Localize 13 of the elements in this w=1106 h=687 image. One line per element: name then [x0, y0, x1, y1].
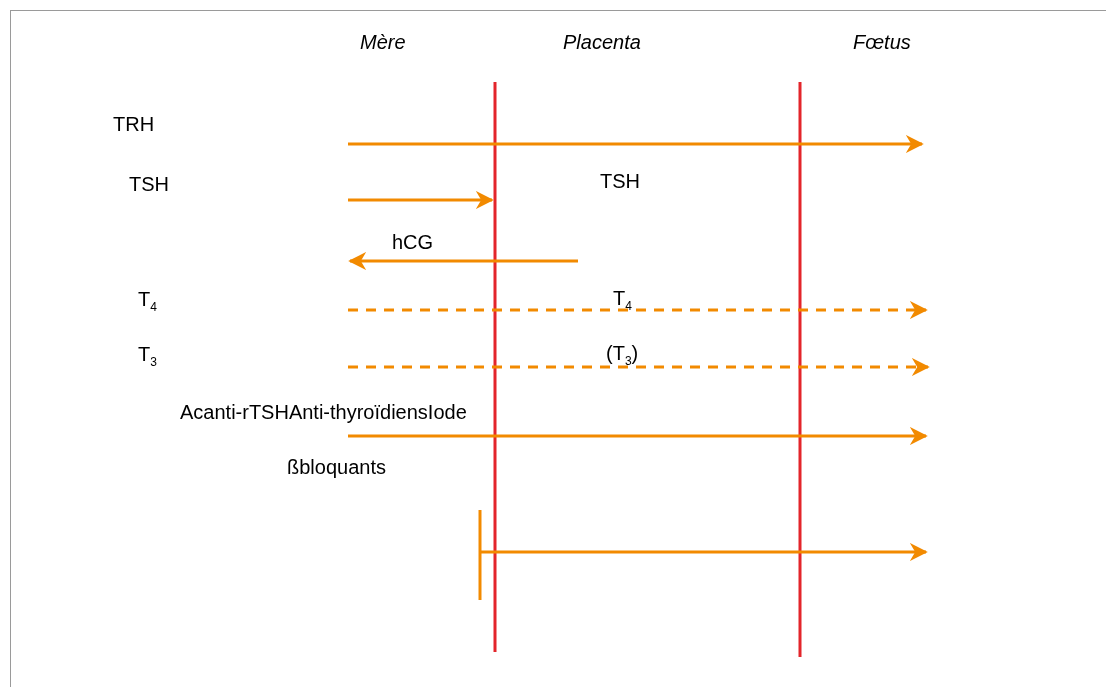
- hormone-label: TSH: [129, 172, 169, 196]
- column-heading: Fœtus: [853, 30, 911, 54]
- hormone-label: TSH: [600, 169, 640, 193]
- hormone-label: T$_{4}$: [138, 287, 157, 315]
- hormone-label: ßbloquants: [287, 455, 386, 479]
- hormone-label: hCG: [392, 230, 434, 254]
- column-heading: Placenta: [563, 30, 641, 54]
- hormone-label: T$_{3}$: [138, 342, 157, 370]
- column-heading: Mère: [360, 30, 406, 54]
- hormone-label: TRH: [113, 112, 155, 136]
- hormone-label: (T$_{3}$): [606, 341, 639, 369]
- hormone-label: Acanti-rTSHAnti-thyroïdiensIode: [180, 400, 467, 424]
- hormone-label: T$_{4}$: [613, 286, 632, 314]
